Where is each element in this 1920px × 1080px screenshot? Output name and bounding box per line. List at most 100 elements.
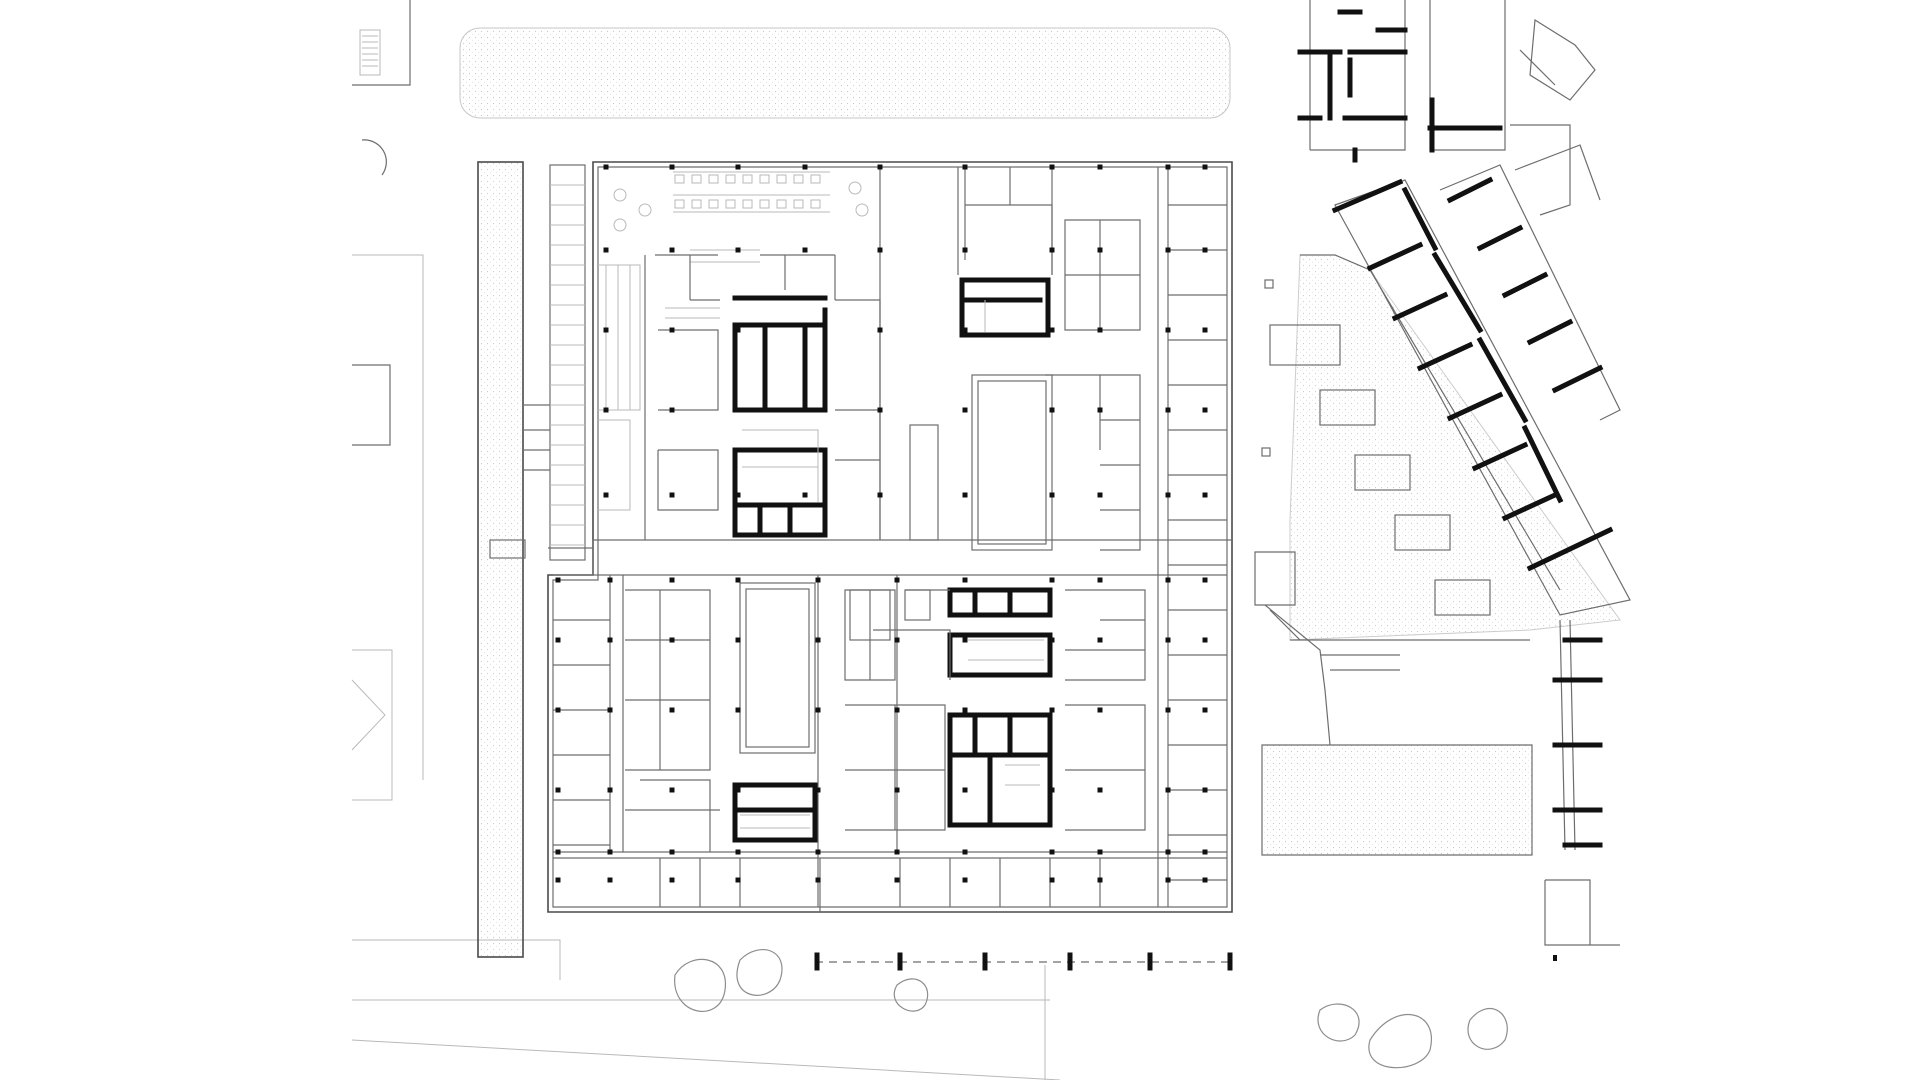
column	[815, 849, 821, 855]
column	[1097, 407, 1103, 413]
column	[1202, 327, 1208, 333]
column	[735, 327, 741, 333]
column	[669, 327, 675, 333]
column	[735, 849, 741, 855]
column	[603, 407, 609, 413]
main-building	[547, 161, 1233, 913]
column	[1165, 849, 1171, 855]
column	[1097, 327, 1103, 333]
column	[555, 877, 561, 883]
south-colonnade	[814, 952, 1233, 971]
column	[894, 787, 900, 793]
column	[735, 407, 741, 413]
column	[1202, 849, 1208, 855]
column	[962, 707, 968, 713]
column	[1049, 707, 1055, 713]
column	[603, 247, 609, 253]
column	[1202, 407, 1208, 413]
column	[1097, 247, 1103, 253]
column	[555, 849, 561, 855]
column	[1049, 164, 1055, 170]
column	[603, 327, 609, 333]
column	[1202, 707, 1208, 713]
west-tree-strip	[474, 159, 586, 958]
column	[1097, 164, 1103, 170]
column	[1165, 577, 1171, 583]
column	[669, 707, 675, 713]
column	[1202, 492, 1208, 498]
column	[669, 787, 675, 793]
column	[1049, 247, 1055, 253]
column	[1097, 637, 1103, 643]
column	[1049, 327, 1055, 333]
column	[555, 577, 561, 583]
column	[1049, 577, 1055, 583]
column	[962, 577, 968, 583]
column	[802, 247, 808, 253]
column	[735, 164, 741, 170]
column	[1097, 707, 1103, 713]
column	[877, 407, 883, 413]
column	[1202, 164, 1208, 170]
column	[962, 492, 968, 498]
column	[669, 407, 675, 413]
column	[735, 637, 741, 643]
column	[962, 327, 968, 333]
column	[1202, 577, 1208, 583]
column	[962, 247, 968, 253]
column	[1165, 877, 1171, 883]
column	[735, 577, 741, 583]
column	[894, 877, 900, 883]
column	[603, 492, 609, 498]
column	[1097, 849, 1103, 855]
column	[669, 877, 675, 883]
column	[1097, 877, 1103, 883]
column	[669, 637, 675, 643]
column	[669, 849, 675, 855]
column	[1097, 492, 1103, 498]
column	[607, 707, 613, 713]
column	[802, 407, 808, 413]
column	[1165, 787, 1171, 793]
column	[607, 577, 613, 583]
east-courtyard	[1254, 254, 1621, 856]
column	[802, 164, 808, 170]
column	[669, 492, 675, 498]
column	[962, 787, 968, 793]
column	[1165, 707, 1171, 713]
column	[607, 877, 613, 883]
column	[735, 787, 741, 793]
column	[962, 407, 968, 413]
column	[603, 164, 609, 170]
column	[1202, 787, 1208, 793]
column	[1202, 637, 1208, 643]
column	[802, 492, 808, 498]
column	[1049, 849, 1055, 855]
left-context	[339, 0, 1061, 1080]
column	[815, 877, 821, 883]
column	[1165, 637, 1171, 643]
column	[877, 164, 883, 170]
east-building	[1297, 0, 1631, 961]
column	[1097, 577, 1103, 583]
column	[802, 327, 808, 333]
column	[894, 707, 900, 713]
column	[815, 577, 821, 583]
column	[1097, 787, 1103, 793]
column	[894, 637, 900, 643]
column	[1049, 492, 1055, 498]
column	[555, 707, 561, 713]
column	[607, 637, 613, 643]
column	[894, 849, 900, 855]
column	[815, 637, 821, 643]
column	[1165, 247, 1171, 253]
column	[555, 637, 561, 643]
column	[735, 247, 741, 253]
column	[962, 164, 968, 170]
column	[962, 637, 968, 643]
column	[555, 787, 561, 793]
column	[669, 577, 675, 583]
column	[669, 164, 675, 170]
column	[735, 492, 741, 498]
